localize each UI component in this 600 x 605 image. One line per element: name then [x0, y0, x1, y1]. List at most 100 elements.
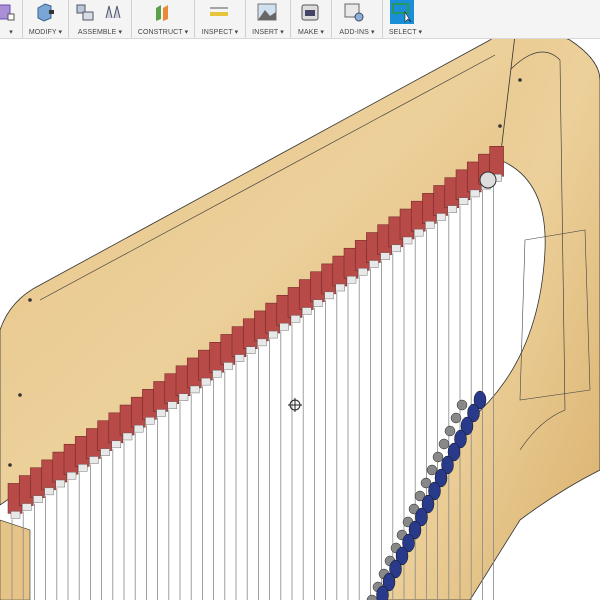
tuning-pin — [33, 495, 43, 503]
tuning-pin — [145, 417, 155, 425]
tuning-pin — [257, 338, 267, 347]
tuning-pin — [369, 260, 379, 268]
tuning-pin — [223, 362, 234, 370]
toolbar-group-make[interactable]: MAKE ▾ — [291, 0, 332, 38]
sharping-lever-knob — [473, 390, 487, 410]
tuning-pin — [167, 401, 178, 409]
tuning-pin — [380, 252, 390, 260]
create-dropdown-label: ▾ — [9, 29, 13, 36]
sharping-lever-knob — [421, 494, 435, 514]
toolbar-group-insert[interactable]: INSERT ▾ — [246, 0, 291, 38]
tuning-pin — [212, 370, 222, 378]
toolbar-group-inspect[interactable]: INSPECT ▾ — [195, 0, 246, 38]
bridge-pin — [444, 425, 456, 437]
toolbar-group-assemble[interactable]: ASSEMBLE ▾ — [69, 0, 132, 38]
insert-dropdown-label: INSERT ▾ — [252, 29, 284, 36]
tuning-pin — [391, 244, 401, 253]
inspect-dropdown-label: INSPECT ▾ — [201, 29, 239, 36]
tuning-pin — [10, 511, 21, 519]
sharping-lever-knob — [382, 572, 396, 592]
toolbar-group-addins[interactable]: ADD-INS ▾ — [332, 0, 383, 38]
bridge-pin — [432, 451, 444, 463]
offset-plane-icon — [156, 5, 168, 21]
tuning-pin — [234, 354, 245, 362]
tuning-pin — [245, 346, 256, 354]
toolbar-group-modify[interactable]: MODIFY ▾ — [23, 0, 69, 38]
modify-dropdown-label: MODIFY ▾ — [28, 29, 63, 36]
toolbar-group-construct[interactable]: CONSTRUCT ▾ — [132, 0, 195, 38]
sharping-lever-knob — [460, 416, 474, 436]
tuning-pin — [313, 299, 323, 307]
tuning-pin — [22, 503, 32, 511]
tuning-pin — [178, 393, 189, 401]
press-pull-icon — [37, 3, 54, 22]
pillar-edge — [509, 51, 566, 451]
tuning-pin — [189, 385, 200, 394]
tuning-pin — [55, 479, 65, 488]
bridge-pin — [426, 464, 438, 476]
measure-icon — [210, 7, 228, 16]
harp-pillar — [379, 32, 600, 601]
sharping-lever-knob — [389, 559, 402, 579]
sharping-lever-knob — [402, 533, 415, 553]
tuning-pin — [324, 291, 334, 300]
tuning-pin — [111, 440, 122, 449]
sharping-lever-knob — [467, 403, 480, 423]
tuning-pin — [470, 189, 480, 198]
tuning-pin — [77, 464, 88, 472]
tuning-pin — [414, 228, 424, 237]
bridge-pin — [366, 594, 378, 605]
joint-icon — [105, 5, 121, 19]
sharping-lever-knob — [408, 520, 422, 540]
harp-soundboard-edge — [0, 519, 31, 601]
tuning-pin — [358, 268, 368, 276]
addins-dropdown-label: ADD-INS ▾ — [339, 29, 375, 36]
insert-image-icon — [257, 3, 277, 21]
orbit-pivot-icon[interactable] — [288, 398, 302, 412]
sharping-lever-knob — [454, 429, 467, 449]
tuning-pin — [89, 456, 99, 464]
bridge-pin — [450, 412, 462, 424]
new-component-icon — [76, 4, 94, 21]
construct-dropdown-label: CONSTRUCT ▾ — [137, 29, 189, 36]
sharping-lever-knob — [434, 468, 448, 488]
sharping-lever-knob — [415, 507, 428, 527]
sharping-lever-knob — [395, 546, 409, 566]
sharping-lever-knob — [441, 455, 454, 475]
tuning-pin — [302, 307, 312, 315]
tuning-pin — [156, 409, 166, 417]
tuning-pin — [425, 221, 435, 229]
tuning-pin — [201, 377, 211, 386]
tuning-pin — [279, 323, 289, 331]
toolbar-group-select[interactable]: SELECT ▾ — [383, 0, 428, 38]
tuning-pin — [290, 315, 301, 323]
tuning-pin — [458, 197, 469, 206]
tuning-pin — [436, 213, 446, 221]
tuning-pin — [335, 283, 345, 292]
make-dropdown-label: MAKE ▾ — [298, 29, 324, 36]
tuning-pin — [447, 205, 457, 213]
select-icon — [390, 0, 414, 24]
tuning-pin — [100, 448, 110, 456]
sharping-lever-knob — [428, 481, 441, 501]
tuning-block — [489, 146, 504, 177]
create-form-icon — [0, 4, 15, 21]
bridge-pin — [420, 477, 432, 489]
harp-model[interactable] — [0, 32, 600, 605]
tuning-pin — [44, 487, 54, 496]
select-dropdown-label: SELECT ▾ — [388, 29, 423, 36]
assemble-dropdown-label: ASSEMBLE ▾ — [77, 29, 123, 36]
tuning-pin — [122, 432, 133, 441]
tuning-pin — [402, 236, 413, 245]
toolbar: ▾ MODIFY ▾ ASSEMBLE ▾ CONSTRUCT ▾ INSPEC… — [0, 0, 600, 39]
tuning-pin — [268, 330, 278, 339]
sharping-lever-knob — [447, 442, 461, 462]
tuning-pin — [346, 276, 357, 284]
toolbar-group-create[interactable]: ▾ — [0, 0, 23, 38]
tuning-pin — [133, 424, 144, 433]
3d-viewport[interactable] — [0, 32, 600, 605]
3d-print-icon — [301, 4, 319, 21]
pillar-slot — [519, 229, 591, 401]
bridge-pin — [438, 438, 450, 450]
scripts-addins-icon — [344, 3, 364, 22]
